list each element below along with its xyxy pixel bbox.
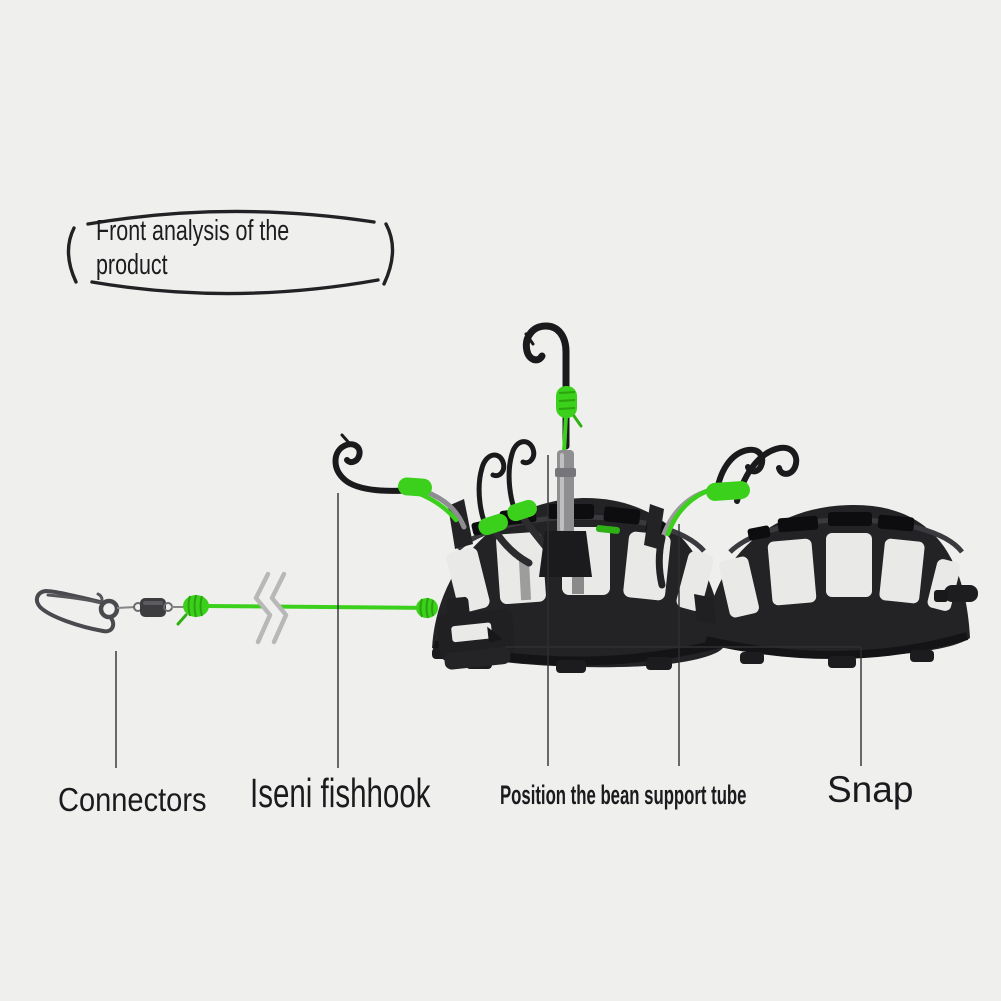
bean-support-tube [557,450,574,534]
top-hook [522,322,570,450]
center-hook-band-1 [478,513,508,536]
right-cage-windows [719,533,961,618]
fishhooks [332,322,800,589]
label-iseni-fishhook: Iseni fishhook [250,770,431,816]
connector-assembly [34,571,438,645]
left-hook [332,433,467,530]
title-line-2: product [96,249,168,281]
line-knot-left [176,594,209,626]
right-hooks [655,444,800,589]
snap-leader-line [505,646,862,766]
line-knot-cage [416,597,438,619]
center-hook-band-2 [507,499,537,522]
cage-snap-clip [436,596,516,670]
top-hook-knot [556,386,577,418]
fishing-line [205,604,437,610]
top-hook-and-tube [522,322,592,577]
callout-bracket-icon [66,209,395,296]
left-hook-band [398,477,432,497]
label-snap: Snap [827,769,914,810]
link-wire [116,606,136,609]
right-cage-feet [740,650,934,668]
line-break-mark [253,571,289,645]
clip-ring [98,598,120,620]
label-bean-support-tube: Position the bean support tube [500,780,747,810]
snap-clip-icon [34,588,116,634]
label-connectors: Connectors [58,781,207,818]
tube-base [539,531,592,577]
title-callout: Front analysis of the product [58,198,402,308]
right-cage-top-slots [747,512,915,541]
leader-lines [115,455,862,768]
right-cage-knob [944,585,978,602]
green-band-detail [595,525,620,534]
barrel-swivel [140,598,166,617]
right-cage [694,504,978,668]
diagram-title: Front analysis of the product [96,214,289,282]
title-line-1: Front analysis of the [96,215,290,247]
right-hook-band [706,481,750,501]
cage-junction [694,594,716,624]
